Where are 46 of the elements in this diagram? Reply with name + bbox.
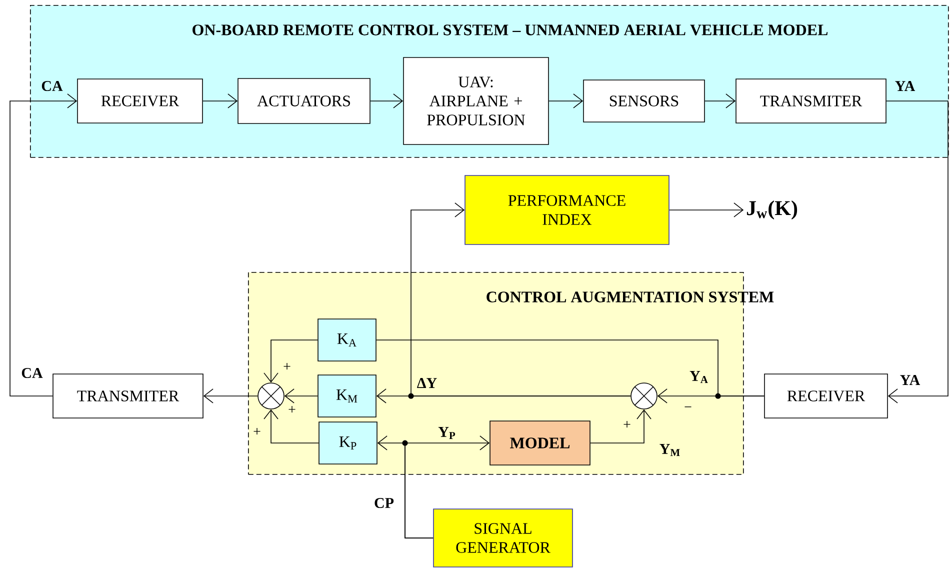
arrow [886, 100, 948, 404]
arrow [203, 388, 258, 404]
signal-label: CA [42, 80, 63, 92]
arrow [284, 388, 318, 404]
sign-label: + [254, 428, 260, 435]
gain-box: K$_{A}$ [318, 318, 376, 362]
signal-label: Y$_{A}$ [690, 371, 708, 383]
signal-label: YA [895, 81, 916, 91]
arrow [264, 409, 319, 444]
sign-label: + [284, 363, 290, 370]
arrow [376, 388, 631, 404]
summing-junction [630, 382, 658, 410]
sign-label: − [684, 406, 692, 408]
sign-label: + [288, 406, 296, 413]
process-box: TRANSMITER [52, 374, 204, 418]
process-box: ACTUATORS [238, 78, 370, 124]
index-box: PERFORMANCE INDEX [464, 175, 670, 245]
signal-label: ΔY [417, 378, 437, 388]
band-title: ON-BOARD REMOTE CONTROL SYSTEM – UNMANNED AERIAL VEHICLE MODEL [192, 24, 828, 36]
process-box: RECEIVER [764, 374, 888, 418]
arrow [10, 94, 78, 396]
arrow [264, 340, 318, 383]
arrow [548, 94, 584, 108]
process-box: UAV: AIRPLANE + PROPULSION [403, 57, 549, 145]
generator-box: SIGNAL GENERATOR [433, 508, 573, 568]
arrow [202, 94, 238, 108]
band-title: CONTROL AUGMENTATION SYSTEM [486, 292, 774, 302]
process-box: RECEIVER [77, 78, 203, 124]
signal-label: CP [374, 498, 394, 508]
process-box: TRANSMITER [736, 78, 886, 124]
sign-label: + [624, 421, 630, 428]
signal-label: CA [22, 368, 43, 378]
gain-box: K$_{P}$ [318, 422, 378, 464]
signal-label: YA [900, 375, 920, 385]
signal-label: Y$_{M}$ [660, 444, 680, 456]
arrow [704, 94, 736, 108]
arrow [590, 409, 652, 444]
output-label: J$_{w}$(K) [746, 200, 798, 220]
gain-box: K$_{M}$ [318, 374, 376, 418]
signal-label: Y$_{P}$ [438, 427, 456, 439]
summing-junction [258, 382, 284, 410]
model-box: MODEL [490, 420, 590, 466]
arrow [669, 202, 744, 218]
arrow [404, 436, 490, 538]
process-box: SENSORS [583, 80, 705, 122]
arrow [370, 94, 404, 108]
